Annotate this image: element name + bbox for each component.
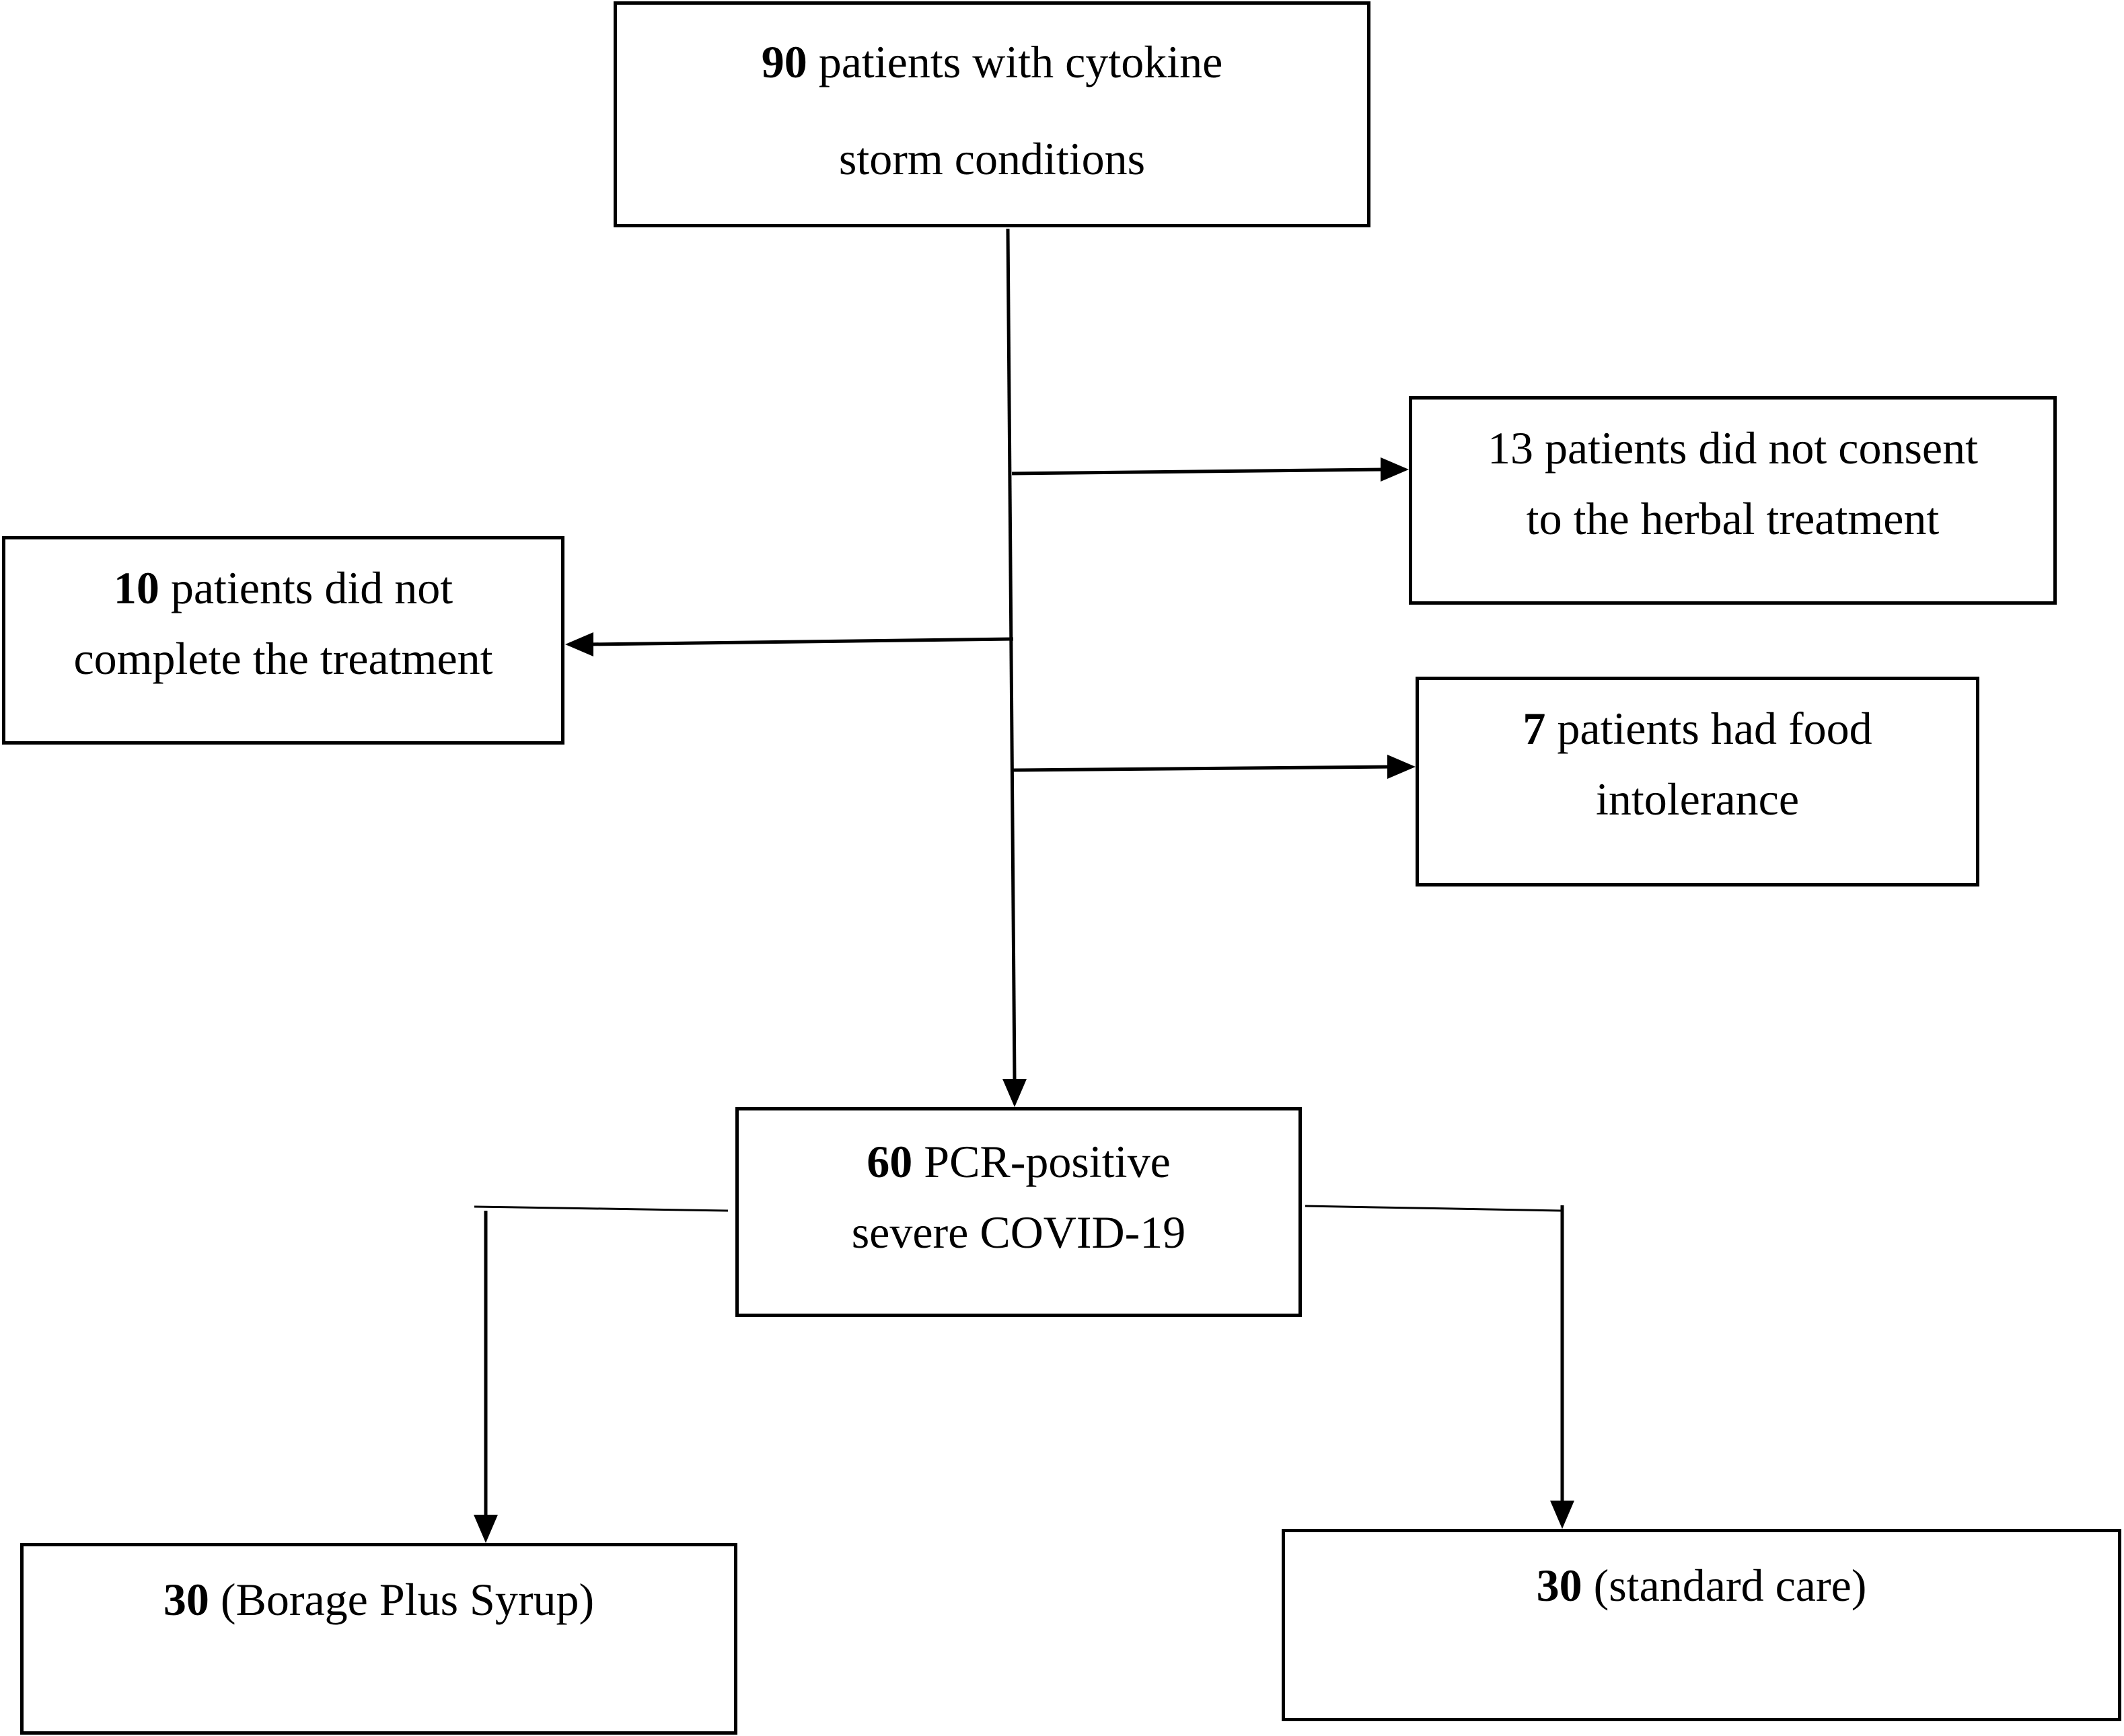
borage-group-box: 30 (Borage Plus Syrup) bbox=[20, 1543, 737, 1735]
pcr-line2: severe COVID-19 bbox=[851, 1207, 1186, 1258]
borage-count: 30 bbox=[163, 1574, 209, 1625]
arrowhead-intolerance bbox=[1387, 755, 1416, 779]
total-patients-box: 90 patients with cytokine storm conditio… bbox=[614, 1, 1370, 227]
standard-label: (standard care) bbox=[1582, 1560, 1867, 1611]
pcr-count: 60 bbox=[867, 1136, 913, 1187]
incomplete-line2: complete the treatment bbox=[73, 633, 493, 684]
arrowhead-pcr bbox=[1002, 1079, 1027, 1107]
split-left-horizontal bbox=[474, 1205, 729, 1212]
standard-count: 30 bbox=[1536, 1560, 1582, 1611]
split-right-horizontal bbox=[1305, 1205, 1562, 1212]
no-consent-box: 13 patients did not consent to the herba… bbox=[1409, 396, 2057, 605]
total-line1: patients with cytokine bbox=[807, 36, 1223, 87]
arrowhead-incomplete bbox=[565, 632, 593, 656]
arrow-to-consent bbox=[1011, 467, 1387, 476]
arrowhead-consent bbox=[1381, 457, 1409, 482]
trunk-line bbox=[1006, 228, 1017, 1080]
consent-line2: to the herbal treatment bbox=[1526, 493, 1940, 544]
incomplete-treatment-box: 10 patients did not complete the treatme… bbox=[2, 536, 564, 745]
incomplete-line1: patients did not bbox=[159, 562, 453, 613]
arrowhead-standard bbox=[1550, 1501, 1574, 1529]
standard-care-box: 30 (standard care) bbox=[1282, 1529, 2121, 1721]
pcr-positive-box: 60 PCR-positive severe COVID-19 bbox=[735, 1107, 1302, 1317]
intolerance-count: 7 bbox=[1523, 703, 1546, 754]
arrowhead-borage bbox=[474, 1515, 498, 1543]
pcr-line1: PCR-positive bbox=[912, 1136, 1171, 1187]
borage-label: (Borage Plus Syrup) bbox=[209, 1574, 595, 1625]
consent-line1: 13 patients did not consent bbox=[1487, 422, 1978, 474]
food-intolerance-box: 7 patients had food intolerance bbox=[1416, 677, 1979, 886]
arrow-to-incomplete bbox=[588, 637, 1014, 646]
incomplete-count: 10 bbox=[113, 562, 159, 613]
total-line2: storm conditions bbox=[838, 133, 1146, 184]
total-count: 90 bbox=[761, 36, 807, 87]
arrow-to-intolerance bbox=[1013, 765, 1393, 772]
intolerance-line1: patients had food bbox=[1545, 703, 1872, 754]
intolerance-line2: intolerance bbox=[1595, 773, 1800, 825]
